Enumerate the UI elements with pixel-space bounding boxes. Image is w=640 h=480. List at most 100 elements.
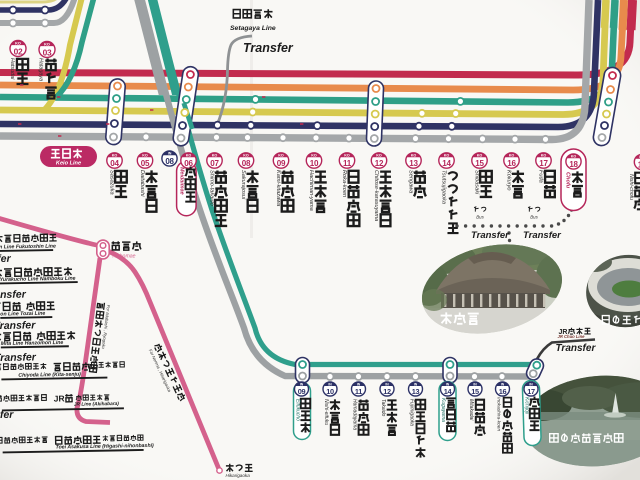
svg-text:11: 11 xyxy=(343,159,352,168)
svg-text:Yurakucho Line Namboku Line: Yurakucho Line Namboku Line xyxy=(0,276,76,283)
svg-text:KO: KO xyxy=(444,154,450,158)
svg-text:Inokashira-koen: Inokashira-koen xyxy=(496,397,502,431)
svg-text:Kichijoji: Kichijoji xyxy=(524,397,530,415)
svg-text:JR: JR xyxy=(559,329,568,336)
svg-text:KO: KO xyxy=(212,154,218,158)
svg-text:KO: KO xyxy=(344,154,350,158)
svg-text:12: 12 xyxy=(383,387,391,396)
svg-text:KO: KO xyxy=(243,154,249,158)
svg-text:Fujimigaoka: Fujimigaoka xyxy=(409,399,415,426)
svg-text:16: 16 xyxy=(499,387,507,396)
svg-text:Sengawa: Sengawa xyxy=(407,170,413,193)
svg-text:12: 12 xyxy=(375,159,384,168)
svg-text:KO: KO xyxy=(376,154,382,158)
svg-text:10: 10 xyxy=(310,159,319,168)
svg-text:KO: KO xyxy=(541,154,547,158)
svg-text:Mita Line Hanzomon Line: Mita Line Hanzomon Line xyxy=(1,340,64,347)
svg-text:IN: IN xyxy=(473,382,477,386)
svg-text:19: 19 xyxy=(638,161,640,170)
svg-text:JR: JR xyxy=(54,393,65,403)
svg-text:Transfer: Transfer xyxy=(523,230,562,241)
svg-text:Sasazuka: Sasazuka xyxy=(108,170,114,195)
svg-text:Shibasaki: Shibasaki xyxy=(473,170,479,195)
svg-text:Kugayama: Kugayama xyxy=(440,398,446,422)
svg-text:on Line Tozai Line: on Line Tozai Line xyxy=(0,311,45,318)
svg-text:Tsutsujigaoka: Tsutsujigaoka xyxy=(440,170,446,204)
svg-text:02: 02 xyxy=(14,46,23,56)
svg-text:KO: KO xyxy=(411,154,417,158)
svg-text:Shimo-takaido: Shimo-takaido xyxy=(208,170,214,206)
svg-text:11: 11 xyxy=(355,387,362,396)
svg-text:Nishi-eifuku: Nishi-eifuku xyxy=(323,399,329,425)
svg-text:16: 16 xyxy=(507,159,516,168)
svg-text:Hamadayama: Hamadayama xyxy=(352,399,358,430)
svg-text:Nishi-chofu: Nishi-chofu xyxy=(628,174,634,200)
svg-text:KO: KO xyxy=(571,155,577,159)
svg-text:Transfer: Transfer xyxy=(0,409,14,422)
svg-text:IN: IN xyxy=(414,382,418,386)
svg-text:Hikarigaoka: Hikarigaoka xyxy=(226,473,251,478)
svg-text:14: 14 xyxy=(442,159,451,168)
svg-text:09: 09 xyxy=(277,159,286,168)
svg-text:IN: IN xyxy=(501,382,505,386)
svg-text:Roka-koen: Roka-koen xyxy=(341,170,347,197)
svg-text:KO: KO xyxy=(186,154,192,158)
svg-text:KO: KO xyxy=(477,154,483,158)
svg-text:04: 04 xyxy=(110,159,119,168)
svg-text:For Iidabashi , Ryogoku: For Iidabashi , Ryogoku xyxy=(101,305,111,350)
svg-text:IN: IN xyxy=(529,382,533,386)
svg-text:Bus: Bus xyxy=(530,215,538,220)
svg-text:Fuda: Fuda xyxy=(537,170,543,183)
svg-text:IN: IN xyxy=(168,152,172,156)
svg-text:KO: KO xyxy=(278,154,284,158)
svg-text:IN: IN xyxy=(357,382,361,386)
svg-text:Hatagaya: Hatagaya xyxy=(38,58,44,81)
svg-text:Transfer: Transfer xyxy=(0,351,37,364)
svg-text:Eifukucho: Eifukucho xyxy=(295,399,301,421)
svg-text:14: 14 xyxy=(444,387,453,396)
svg-text:KO: KO xyxy=(44,42,50,46)
svg-text:15: 15 xyxy=(471,387,479,396)
svg-text:JR Chuo Line: JR Chuo Line xyxy=(558,334,586,339)
svg-text:Transfer: Transfer xyxy=(0,289,27,302)
svg-text:Keio Line: Keio Line xyxy=(56,161,81,167)
svg-text:06: 06 xyxy=(184,159,193,168)
svg-text:13: 13 xyxy=(409,159,418,168)
svg-text:Mitakadai: Mitakadai xyxy=(468,399,474,421)
svg-text:Transfer: Transfer xyxy=(556,343,597,354)
svg-text:IN: IN xyxy=(385,382,389,386)
svg-text:KO: KO xyxy=(15,41,21,45)
svg-text:Daitabashi: Daitabashi xyxy=(139,170,145,197)
svg-text:09: 09 xyxy=(298,387,306,396)
svg-text:Chitose-karasuyama: Chitose-karasuyama xyxy=(373,170,379,221)
svg-text:IN: IN xyxy=(446,382,450,386)
svg-text:Meidaimae: Meidaimae xyxy=(179,167,185,195)
svg-text:Takaido: Takaido xyxy=(380,399,386,417)
svg-text:n Line Fukutoshin Line: n Line Fukutoshin Line xyxy=(0,244,56,251)
svg-text:Hachiman-yama: Hachiman-yama xyxy=(308,170,314,211)
svg-text:Setagaya Line: Setagaya Line xyxy=(230,25,276,32)
svg-text:Toei Asakusa Line (Higashi-nih: Toei Asakusa Line (Higashi-nihonbashi) xyxy=(56,443,155,451)
svg-text:Transfer: Transfer xyxy=(0,319,36,332)
svg-text:Transfer: Transfer xyxy=(243,41,294,55)
svg-text:03: 03 xyxy=(43,47,52,57)
svg-text:Tochomae: Tochomae xyxy=(112,254,136,260)
svg-text:Transfer: Transfer xyxy=(471,230,510,241)
svg-text:Kami-kitazawa: Kami-kitazawa xyxy=(275,170,281,206)
svg-text:KO: KO xyxy=(142,154,148,158)
svg-text:Kokuryo: Kokuryo xyxy=(505,170,511,191)
svg-text:Chofu: Chofu xyxy=(565,172,571,189)
svg-text:Transfer: Transfer xyxy=(0,253,12,266)
svg-text:15: 15 xyxy=(475,159,484,168)
svg-text:07: 07 xyxy=(210,159,219,168)
svg-text:IN: IN xyxy=(328,382,332,386)
svg-text:13: 13 xyxy=(412,387,420,396)
svg-text:17: 17 xyxy=(539,159,548,168)
svg-text:18: 18 xyxy=(569,160,578,169)
svg-text:17: 17 xyxy=(527,387,535,396)
svg-text:05: 05 xyxy=(141,159,150,168)
svg-text:IN: IN xyxy=(300,382,304,386)
svg-text:Hatsudai: Hatsudai xyxy=(9,58,15,80)
svg-text:Chiyoda Line (Kita-senju): Chiyoda Line (Kita-senju) xyxy=(18,372,81,379)
svg-text:KO: KO xyxy=(112,154,118,158)
